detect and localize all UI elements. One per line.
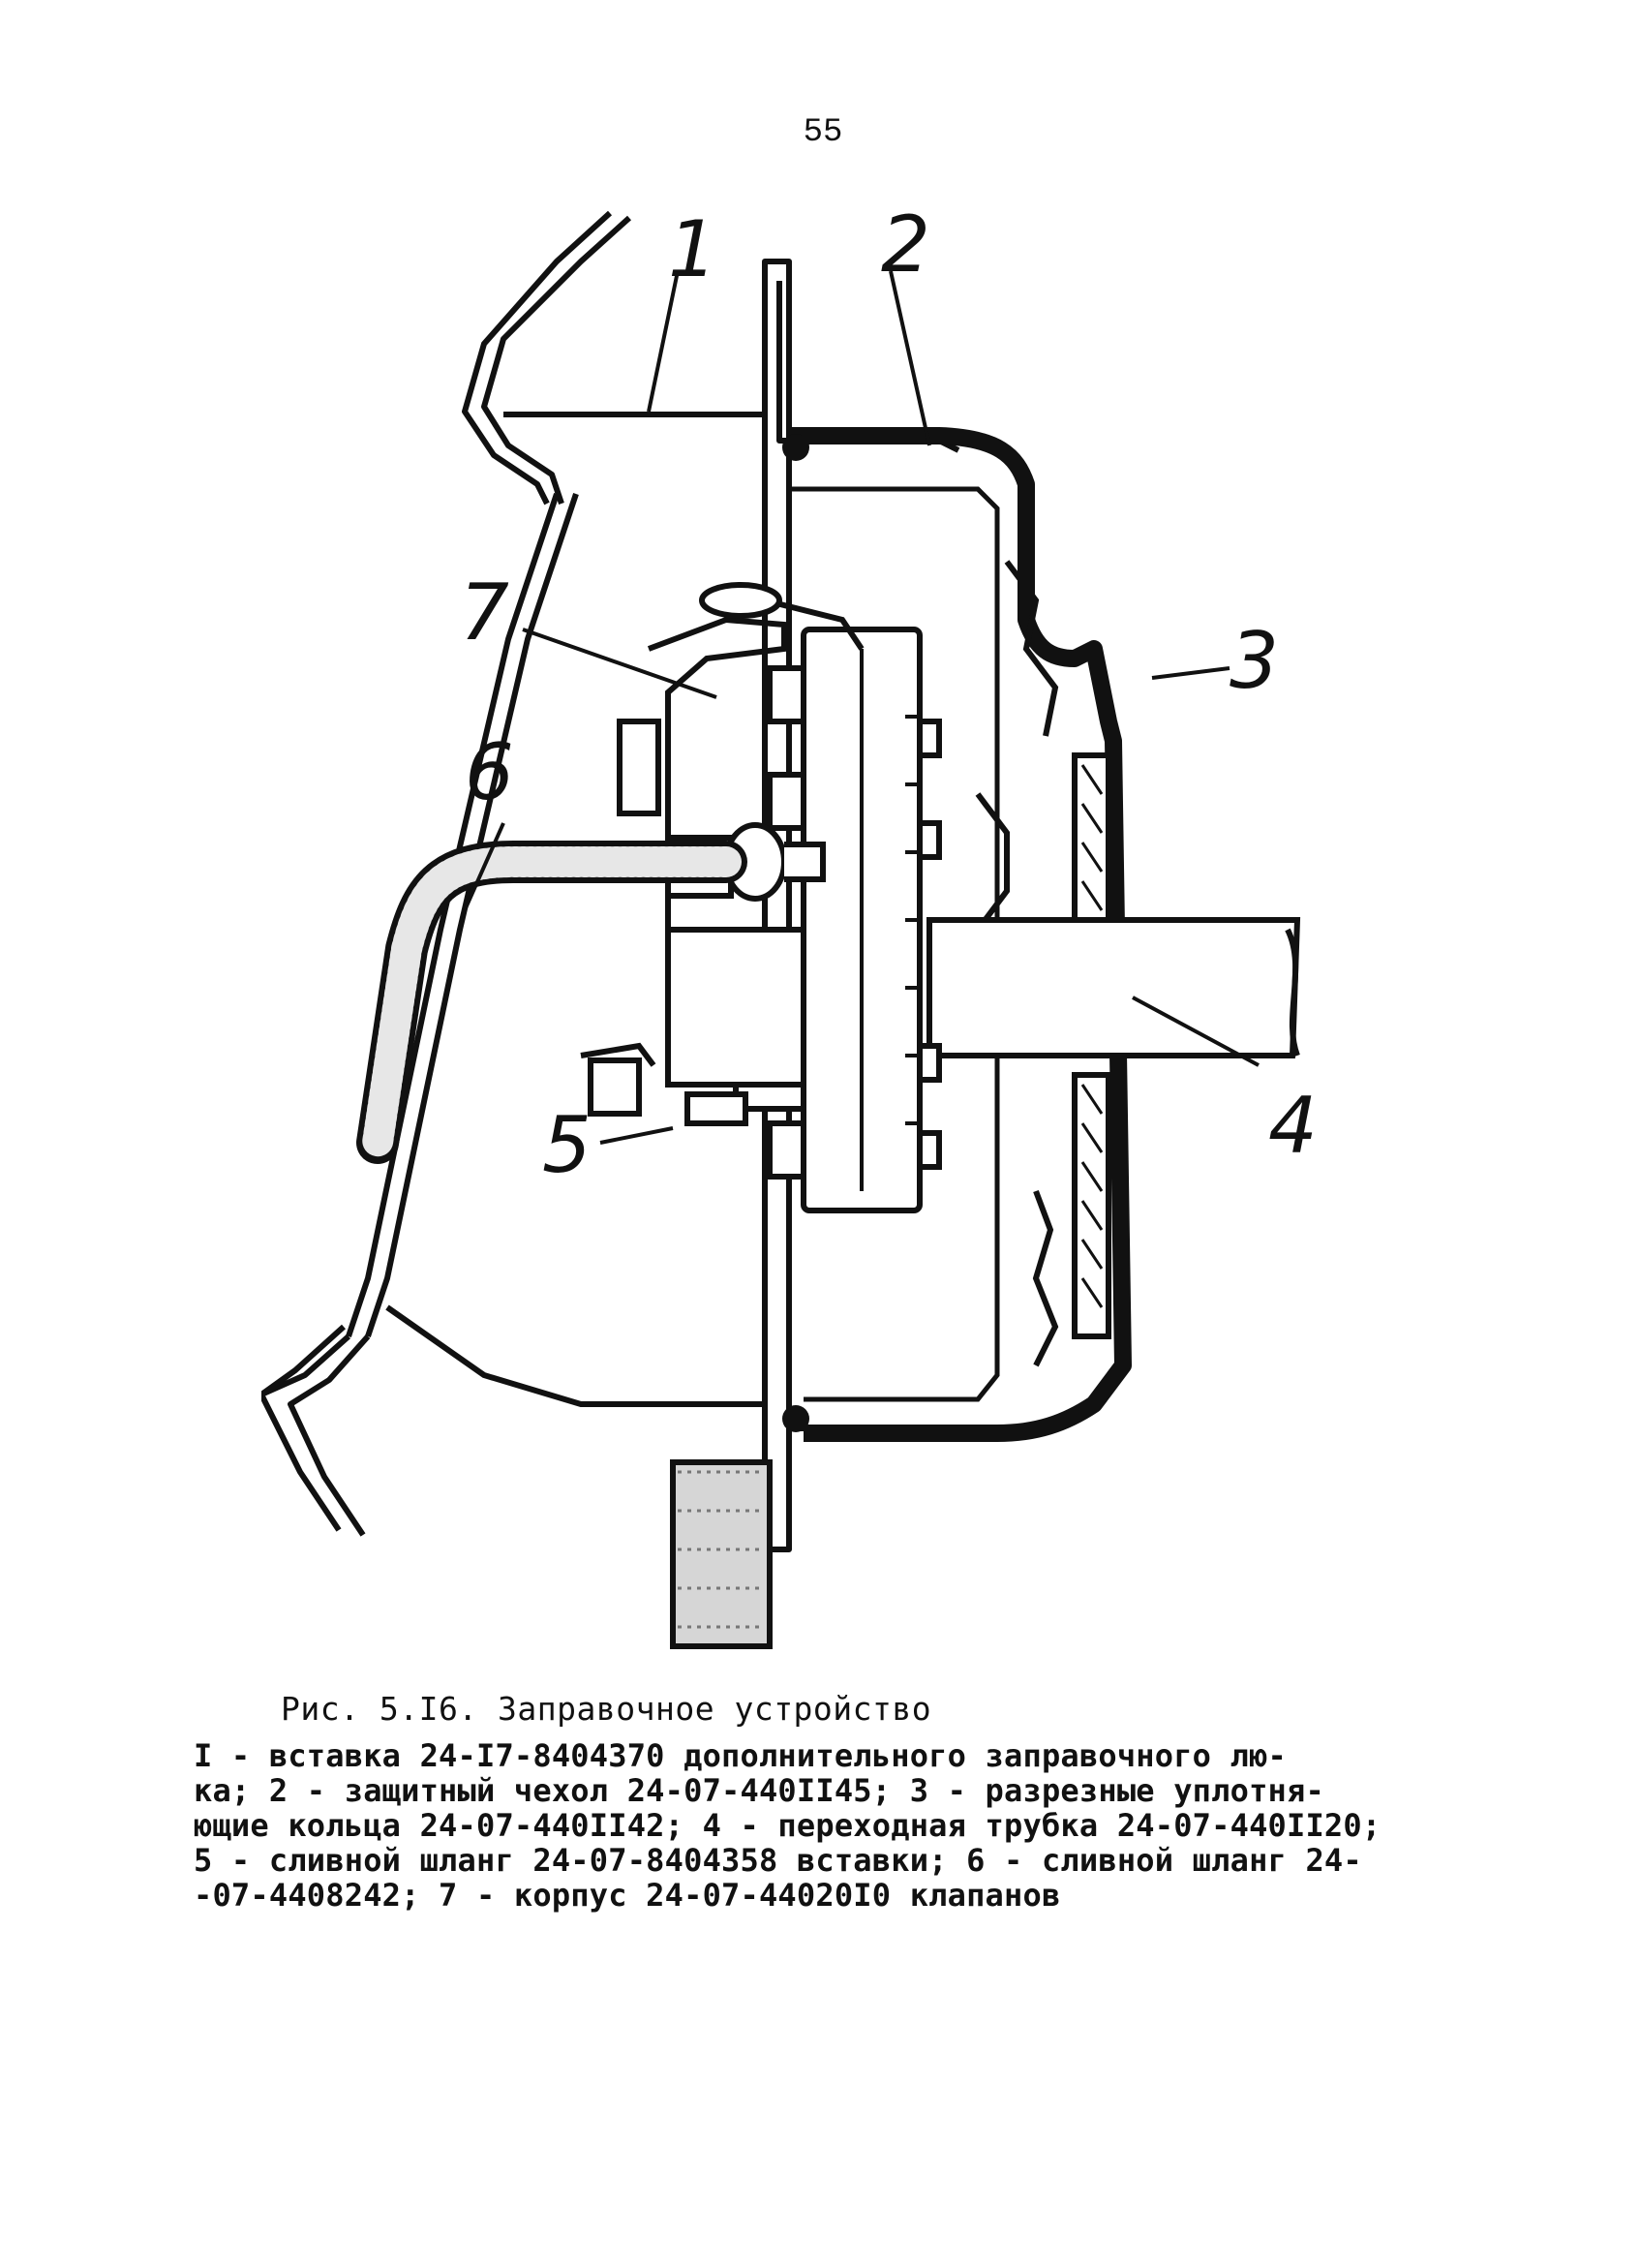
legend-line: I - вставка 24-I7-8404370 дополнительног… <box>194 1737 1288 1774</box>
callout-2: 2 <box>881 199 930 290</box>
cover-bead-bottom <box>782 1405 809 1432</box>
body-panel-outline <box>261 210 632 1537</box>
legend-line: 5 - сливной шланг 24-07-8404358 вставки;… <box>194 1842 1362 1879</box>
cover-bead-top <box>782 434 809 461</box>
callout-3: 3 <box>1230 616 1279 706</box>
legend-line: -07-4408242; 7 - корпус 24-07-44020I0 кл… <box>194 1877 1061 1914</box>
legend-line: ющие кольца 24-07-440II42; 4 - переходна… <box>194 1807 1382 1844</box>
callout-1: 1 <box>668 204 717 294</box>
callout-6: 6 <box>465 727 514 817</box>
figure-legend: I - вставка 24-I7-8404370 дополнительног… <box>194 1738 1452 1913</box>
callout-7: 7 <box>460 567 509 658</box>
adapter-tube <box>926 917 1301 1058</box>
refueling-device-drawing: 1 2 3 4 5 6 7 <box>261 199 1318 1649</box>
figure-caption-title: Рис. 5.I6. Заправочное устройство <box>281 1690 932 1728</box>
leader-lines <box>463 270 1260 1145</box>
page-number: 55 <box>803 114 843 151</box>
valve-flange <box>733 627 942 1213</box>
drain-hose-6 <box>356 841 747 1164</box>
legend-line: ка; 2 - защитный чехол 24-07-440II45; 3 … <box>194 1772 1324 1809</box>
drain-hose-5 <box>670 1459 773 1649</box>
callout-5: 5 <box>542 1100 592 1190</box>
bellows-folds <box>975 560 1059 1367</box>
callout-4: 4 <box>1268 1081 1318 1171</box>
